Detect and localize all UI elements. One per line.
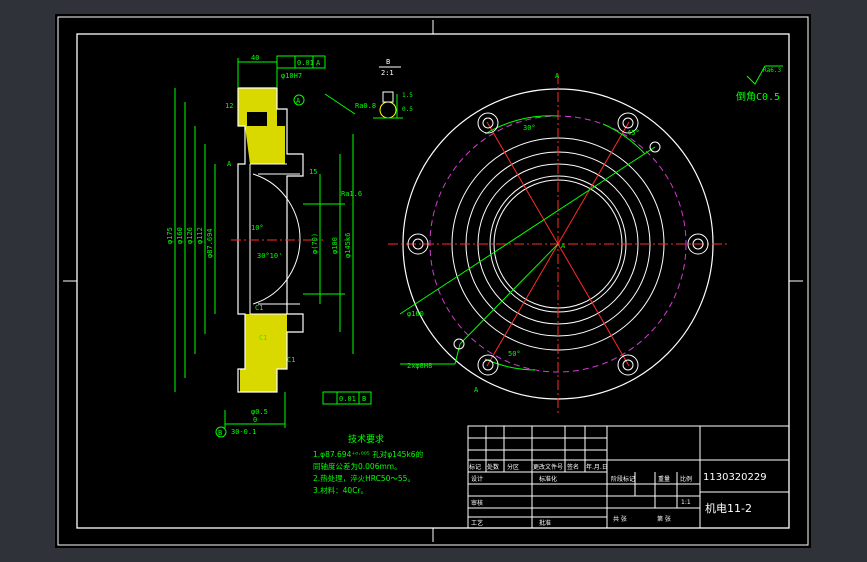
tb-approval: 批准 — [539, 519, 551, 527]
front-phi160: φ160 — [407, 310, 424, 318]
tb-count: 处数 — [487, 463, 499, 471]
roughness-a: Ra0.8 — [355, 102, 376, 110]
tb-reviewer: 审核 — [471, 499, 483, 507]
datum-a-label: A — [296, 97, 301, 105]
dim-phi87: φ87.694 — [206, 228, 214, 258]
dim-bottom-phi: φ0.5 — [251, 408, 268, 416]
drawing-number: 1130320229 — [703, 472, 767, 483]
tol-top-value: 0.01 — [297, 59, 314, 67]
front-view: 30° 45° φ160 2xφ8H8 50° A A A — [388, 72, 728, 414]
tb-zone: 分区 — [507, 463, 519, 471]
tb-stage-mark: 阶段标记 — [611, 475, 635, 483]
tol-frame-bottom — [322, 391, 372, 405]
datum-a-circle — [293, 94, 305, 106]
outer-border — [57, 16, 809, 546]
detail-dim-1: 1.5 — [402, 92, 413, 99]
technical-requirements: 技术要求 1.φ87.694⁺ᵒ·⁰⁰⁵ 孔对φ145k6的 同轴度公差为0.0… — [313, 433, 423, 495]
tol-frame-top — [276, 55, 326, 69]
dim-bottom-30: 30-0.1 — [231, 428, 256, 436]
axis-240 — [486, 243, 559, 367]
hatch-upper-body — [245, 126, 285, 164]
tb-standardization: 标准化 — [539, 475, 557, 483]
axis-300 — [557, 243, 630, 367]
datum-b-label: B — [218, 429, 222, 437]
front-45deg: 45° — [627, 129, 640, 137]
drawing-name: 机电11-2 — [705, 501, 752, 515]
tech-req-line-2: 同轴度公差为0.006mm。 — [313, 461, 402, 471]
dim-top-40: 40 — [251, 54, 259, 62]
front-30deg: 30° — [523, 124, 536, 132]
roughness-global: Ra6.3 — [763, 67, 781, 74]
tb-weight: 重量 — [658, 475, 670, 483]
dim-zero: 0 — [253, 416, 257, 424]
tb-sheet-no: 第 张 — [657, 515, 671, 523]
tb-sheets-total: 共 张 — [613, 515, 627, 523]
chamfer-note: 倒角C0.5 — [736, 91, 780, 103]
inner-curve — [252, 173, 301, 305]
tech-req-line-1: 1.φ87.694⁺ᵒ·⁰⁰⁵ 孔对φ145k6的 — [313, 449, 423, 459]
inner-frame — [76, 33, 790, 529]
hatch-bottom-flange — [240, 369, 277, 392]
dim-phi10: φ10H7 — [281, 72, 302, 80]
hatch-top-flange — [238, 88, 277, 126]
front-50deg: 50° — [508, 350, 521, 358]
tb-mark: 标记 — [469, 463, 481, 471]
drawing-canvas: 40 0.01 A φ10H7 A B 0.01 B 30-0.1 0 φ0.5… — [57, 16, 809, 546]
section-view: 40 0.01 A φ10H7 A B 0.01 B 30-0.1 0 φ0.5… — [166, 54, 376, 438]
detail-b: B 2:1 1.5 0.5 — [373, 58, 413, 119]
tb-scale-value: 1:1 — [681, 499, 691, 506]
drawing-sheet: 40 0.01 A φ10H7 A B 0.01 B 30-0.1 0 φ0.5… — [55, 14, 811, 548]
dim-phi175: φ175 — [166, 227, 174, 244]
detail-title: B — [386, 58, 390, 66]
tb-designer: 设计 — [471, 475, 483, 483]
dim-c1-c: C1 — [287, 356, 295, 364]
tol-bottom-datum: B — [362, 395, 366, 403]
tech-req-heading: 技术要求 — [348, 433, 384, 445]
dim-phi100: φ100 — [331, 237, 339, 254]
detail-dim-2: 0.5 — [402, 106, 413, 113]
dim-a-left: A — [227, 160, 232, 168]
dim-c1-b: C1 — [259, 334, 267, 342]
diameter-leader — [399, 146, 656, 315]
tb-date: 年.月.日 — [586, 463, 608, 471]
detail-circle — [379, 101, 397, 119]
hole-leader — [459, 243, 559, 345]
tol-bottom-value: 0.01 — [339, 395, 356, 403]
front-a-bottom: A — [474, 386, 479, 394]
dim-phi70: φ(70) — [311, 233, 319, 254]
section-bore — [249, 163, 287, 315]
hatch-lower-body — [245, 314, 287, 369]
global-roughness: Ra6.3 倒角C0.5 — [736, 65, 783, 103]
detail-scale: 2:1 — [381, 69, 394, 77]
dim-phi160: φ160 — [176, 227, 184, 244]
tb-process: 工艺 — [471, 519, 483, 527]
dim-10deg: 10° — [251, 224, 264, 232]
dim-12: 12 — [225, 102, 233, 110]
tb-scale: 比例 — [680, 475, 692, 483]
dim-phi126: φ126 — [186, 227, 194, 244]
section-outline — [237, 87, 304, 393]
front-holes: 2xφ8H8 — [407, 362, 432, 370]
tech-req-line-4: 3.材料：40Cr。 — [313, 485, 368, 495]
front-a-mid: A — [561, 242, 566, 250]
axis-120 — [486, 121, 559, 245]
tech-req-line-3: 2.热处理，淬火HRC50～55。 — [313, 473, 415, 483]
front-a-top: A — [555, 72, 560, 80]
datum-b-circle — [215, 426, 227, 438]
dim-30deg: 30°10' — [257, 252, 282, 260]
tol-top-datum: A — [316, 59, 321, 67]
tb-doc-no: 更改文件号 — [533, 463, 563, 471]
dim-phi145: φ145k6 — [344, 233, 352, 258]
tb-signature: 签名 — [567, 463, 579, 471]
dim-phi112: φ112 — [196, 227, 204, 244]
roughness-b: Ra1.6 — [341, 190, 362, 198]
inner-lines — [258, 173, 300, 305]
dim-c1-a: C1 — [255, 304, 263, 312]
axis-60 — [557, 121, 630, 245]
dim-15: 15 — [309, 168, 317, 176]
title-block: 标记 处数 分区 更改文件号 签名 年.月.日 设计 标准化 阶段标记 重量 比… — [467, 425, 790, 529]
